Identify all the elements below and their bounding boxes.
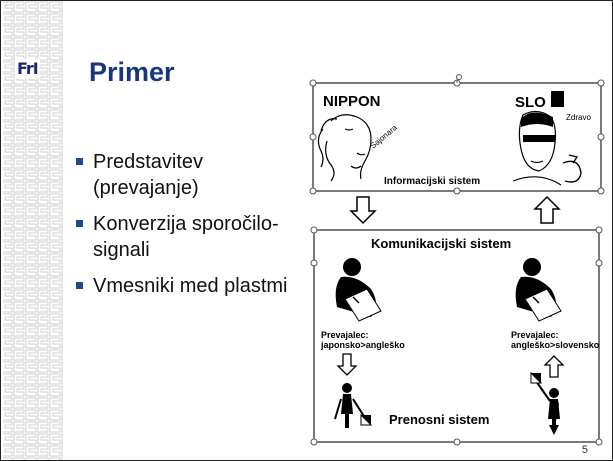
translator-left-label-line1: Prevajalec: — [321, 330, 369, 340]
communication-system-box: Komunikacijski sistem Prevajalec: japons… — [311, 227, 602, 445]
slo-label: SLO — [515, 94, 546, 111]
communication-system-title: Komunikacijski sistem — [371, 236, 511, 251]
translator-left-label-line2: japonsko>angleško — [320, 340, 405, 350]
translator-right-label-line2: angleško>slovensko — [511, 340, 600, 350]
transmission-system-caption: Prenosni sistem — [389, 412, 489, 427]
zdravo-label: Zdravo — [566, 113, 591, 122]
up-arrow-icon — [535, 197, 559, 223]
down-arrow-icon — [351, 197, 375, 223]
information-system-caption: Informacijski sistem — [384, 176, 480, 187]
translator-right-label-line1: Prevajalec: — [511, 330, 559, 340]
information-system-box: NIPPON SLO Zdravo Sajonara Informacijski… — [310, 75, 604, 195]
nippon-label: NIPPON — [323, 93, 381, 110]
page-number: 5 — [582, 444, 588, 456]
text-cursor-block — [551, 91, 564, 107]
